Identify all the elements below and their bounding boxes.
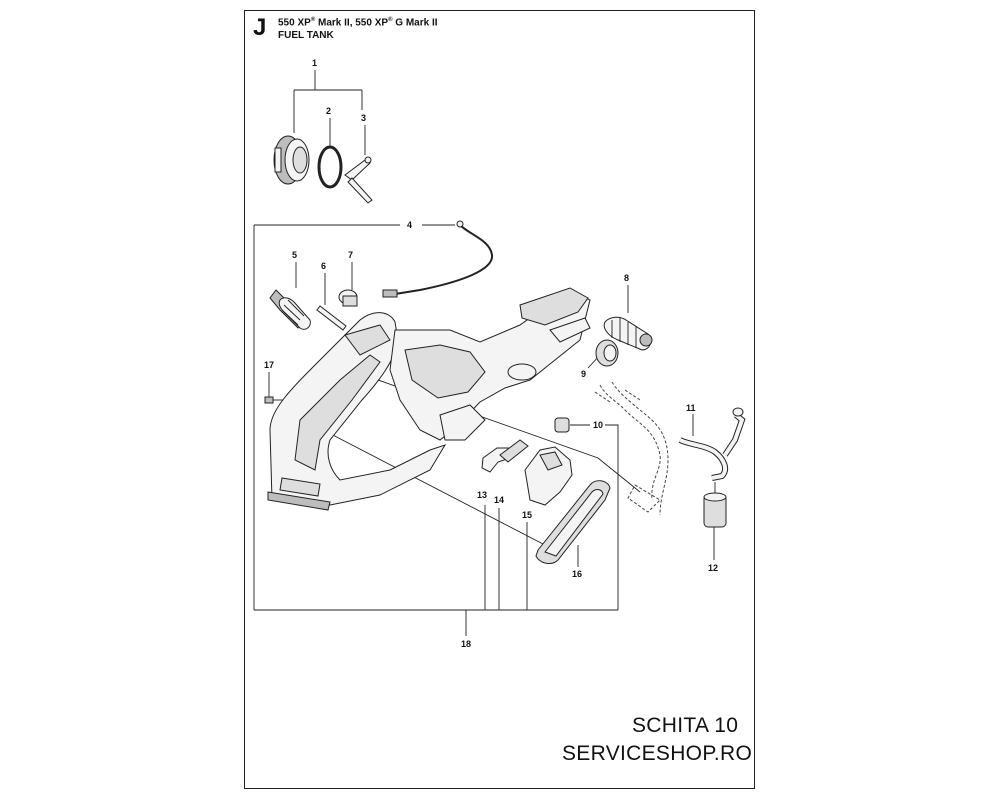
callout-4: 4 xyxy=(407,220,412,230)
callout-2: 2 xyxy=(326,106,331,116)
callout-5: 5 xyxy=(292,250,297,260)
callout-7: 7 xyxy=(348,250,353,260)
diagram-title: FUEL TANK xyxy=(278,30,334,41)
site-label: SERVICESHOP.RO xyxy=(562,742,753,765)
callout-8: 8 xyxy=(624,273,629,283)
callout-16: 16 xyxy=(572,569,582,579)
callout-labels: 1 2 3 4 5 6 7 8 9 10 11 12 13 14 15 16 1… xyxy=(264,58,718,649)
throttle-lockout-part xyxy=(481,439,529,473)
sheet-label: SCHITA 10 xyxy=(632,714,739,737)
callout-11: 11 xyxy=(686,403,696,413)
callout-3: 3 xyxy=(361,113,366,123)
model-a: 550 XP xyxy=(278,17,311,29)
model-line: 550 XP® Mark II, 550 XP® G Mark II xyxy=(278,17,438,28)
callout-10: 10 xyxy=(593,420,603,430)
callout-6: 6 xyxy=(321,261,326,271)
av-spring-part xyxy=(269,289,311,330)
fuel-filter-part xyxy=(703,482,727,528)
registered-mark: ® xyxy=(388,17,393,23)
callout-1: 1 xyxy=(312,58,317,68)
rear-av-spring-part xyxy=(603,316,653,351)
callout-17: 17 xyxy=(264,360,274,370)
fuel-tank-body xyxy=(267,287,591,511)
section-letter: J xyxy=(253,14,267,41)
throttle-trigger-part xyxy=(524,446,573,506)
plug-part xyxy=(554,417,570,433)
handle-cover-part xyxy=(535,480,611,564)
fuel-cap-part xyxy=(273,135,310,185)
callout-13: 13 xyxy=(477,490,487,500)
callout-12: 12 xyxy=(708,563,718,573)
fuel-hose-dashed-part xyxy=(594,381,669,516)
throttle-cable-part xyxy=(382,220,494,298)
fuel-hose-part xyxy=(678,407,746,481)
callout-9: 9 xyxy=(581,369,586,379)
diagram-frame xyxy=(244,10,755,789)
callout-18: 18 xyxy=(461,639,471,649)
model-c: G Mark II xyxy=(392,17,438,29)
callout-15: 15 xyxy=(522,510,532,520)
buffer-part xyxy=(338,289,358,307)
rubber-buffer-part xyxy=(595,339,619,367)
pin-part xyxy=(316,305,347,331)
model-b: Mark II, 550 XP xyxy=(315,17,389,29)
callout-14: 14 xyxy=(494,495,504,505)
registered-mark: ® xyxy=(310,17,316,23)
cap-strap-part xyxy=(344,156,373,204)
o-ring-part xyxy=(317,145,343,189)
